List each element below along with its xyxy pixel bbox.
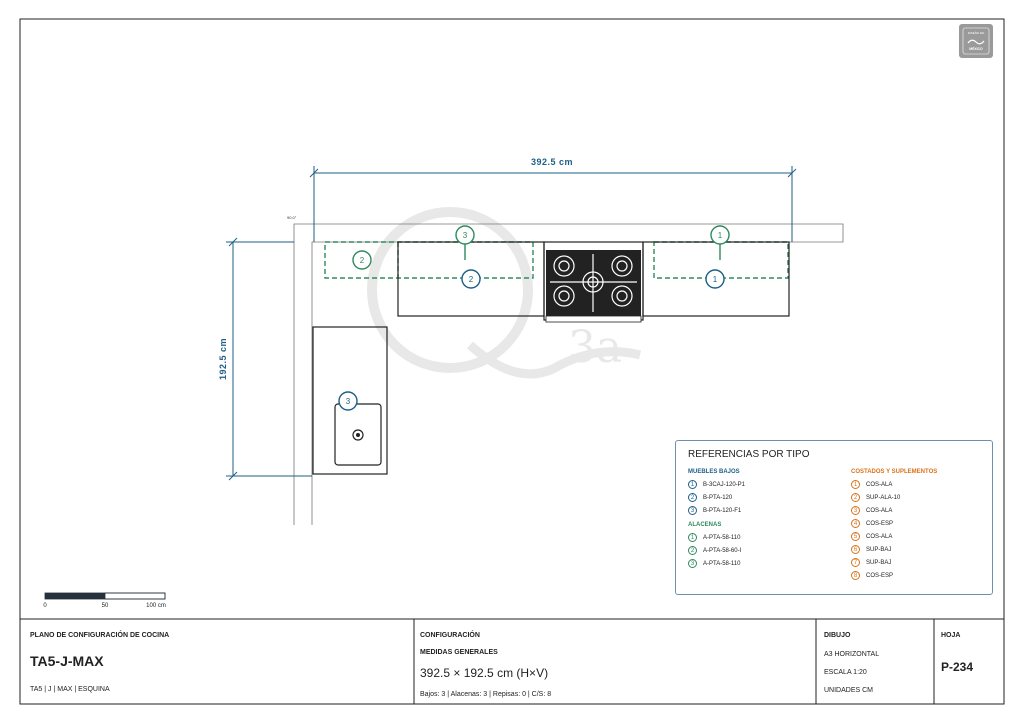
config-label: CONFIGURACIÓN xyxy=(420,632,480,639)
title-block-config: CONFIGURACIÓN MEDIDAS GENERALES 392.5 × … xyxy=(414,619,816,704)
model-name: TA5-J-MAX xyxy=(30,653,104,669)
svg-text:1: 1 xyxy=(713,275,718,284)
drawing-units: UNIDADES CM xyxy=(824,687,874,694)
legend-code: COS-ALA xyxy=(866,533,893,540)
legend-number: 8 xyxy=(851,571,860,580)
corner-angle-label: 90.0° xyxy=(287,215,297,220)
legend-row-costado-4: 4 COS-ESP xyxy=(851,518,893,529)
legend-heading-muebles-bajos: MUEBLES BAJOS xyxy=(688,469,740,475)
legend-number: 2 xyxy=(688,493,697,502)
cooktop xyxy=(543,241,644,323)
watermark-logo: 3a xyxy=(367,207,642,379)
legend-row-costado-5: 5 COS-ALA xyxy=(851,531,892,542)
legend-heading-alacenas: ALACENAS xyxy=(688,522,722,528)
walls xyxy=(293,223,844,525)
model-subtitle: TA5 | J | MAX | ESQUINA xyxy=(30,686,110,693)
title-block-plan: PLANO DE CONFIGURACIÓN DE COCINA TA5-J-M… xyxy=(20,619,414,704)
hoja-label: HOJA xyxy=(941,632,961,639)
width-dimension-label: 392.5 cm xyxy=(531,157,573,167)
legend-row-bajo-1: 1 B-3CAJ-120-P1 xyxy=(688,479,745,490)
plan-label: PLANO DE CONFIGURACIÓN DE COCINA xyxy=(30,632,170,639)
marker-base-1: 1 xyxy=(705,269,725,289)
legend-code: A-PTA-58-110 xyxy=(703,534,741,541)
legend-number: 2 xyxy=(688,546,697,555)
legend-code: A-PTA-58-60-I xyxy=(703,547,742,554)
legend-number: 1 xyxy=(688,480,697,489)
legend-row-alacena-1: 1 A-PTA-58-110 xyxy=(688,532,740,543)
legend-number: 5 xyxy=(851,532,860,541)
svg-text:1: 1 xyxy=(718,231,723,240)
legend-number: 1 xyxy=(851,480,860,489)
legend-number: 1 xyxy=(688,533,697,542)
title-block-dibujo: DIBUJO A3 HORIZONTAL ESCALA 1:20 UNIDADE… xyxy=(816,619,934,704)
legend-code: B-3CAJ-120-P1 xyxy=(703,481,746,488)
legend-number: 2 xyxy=(851,493,860,502)
drawing-scale: ESCALA 1:20 xyxy=(824,669,867,676)
legend-panel: REFERENCIAS POR TIPO MUEBLES BAJOS 1 B-3… xyxy=(675,440,993,595)
medidas-value: 392.5 × 192.5 cm (H×V) xyxy=(420,666,549,680)
scale-label-100: 100 cm xyxy=(146,603,166,609)
scale-label-50: 50 xyxy=(102,603,109,609)
legend-code: B-PTA-120 xyxy=(703,494,733,501)
legend-row-costado-8: 8 COS-ESP xyxy=(851,570,893,581)
legend-row-alacena-3: 3 A-PTA-58-110 xyxy=(688,558,740,569)
svg-text:3: 3 xyxy=(346,397,351,406)
legend-row-bajo-3: 3 B-PTA-120-F1 xyxy=(688,505,741,516)
legend-code: A-PTA-58-110 xyxy=(703,560,741,567)
legend-code: COS-ALA xyxy=(866,507,893,514)
legend-number: 6 xyxy=(851,545,860,554)
marker-upper-1: 1 xyxy=(710,225,730,260)
marker-base-3: 3 xyxy=(338,391,358,411)
legend-row-costado-2: 2 SUP-ALA-10 xyxy=(851,492,900,503)
legend-row-bajo-2: 2 B-PTA-120 xyxy=(688,492,732,503)
legend-row-costado-3: 3 COS-ALA xyxy=(851,505,892,516)
dimension-horizontal xyxy=(309,166,797,242)
marker-upper-2: 2 xyxy=(352,250,372,270)
dibujo-label: DIBUJO xyxy=(824,632,851,639)
legend-code: SUP-ALA-10 xyxy=(866,494,901,501)
scale-label-0: 0 xyxy=(43,603,47,609)
legend-code: SUP-BAJ xyxy=(866,546,892,553)
title-block-hoja: HOJA P-234 xyxy=(934,619,1004,704)
medidas-label: MEDIDAS GENERALES xyxy=(420,649,498,656)
legend-code: B-PTA-120-F1 xyxy=(703,507,742,514)
svg-text:2: 2 xyxy=(469,275,474,284)
svg-text:2: 2 xyxy=(360,256,365,265)
watermark-text: 3a xyxy=(568,322,622,373)
legend-heading-costados: COSTADOS Y SUPLEMENTOS xyxy=(851,469,938,475)
eagle-icon xyxy=(967,39,985,45)
scale-bar: 0 50 100 cm xyxy=(43,592,166,609)
legend-code: SUP-BAJ xyxy=(866,559,892,566)
counts-summary: Bajos: 3 | Alacenas: 3 | Repisas: 0 | C/… xyxy=(420,691,552,698)
legend-number: 3 xyxy=(688,506,697,515)
legend-number: 7 xyxy=(851,558,860,567)
mexico-badge: DISEÑO EN MÉXICO xyxy=(959,24,993,58)
paper-format: A3 HORIZONTAL xyxy=(824,651,880,658)
dimension-vertical xyxy=(226,237,312,481)
sink xyxy=(334,403,382,466)
sheet-frame xyxy=(19,18,1005,705)
legend-row-costado-7: 7 SUP-BAJ xyxy=(851,557,891,568)
legend-code: COS-ESP xyxy=(866,520,894,527)
marker-base-2: 2 xyxy=(461,269,481,289)
legend-row-alacena-2: 2 A-PTA-58-60-I xyxy=(688,545,741,556)
legend-number: 3 xyxy=(851,506,860,515)
legend-number: 4 xyxy=(851,519,860,528)
svg-text:3: 3 xyxy=(463,231,468,240)
legend-code: COS-ESP xyxy=(866,572,894,579)
marker-upper-3: 3 xyxy=(455,225,475,260)
svg-text:DISEÑO EN: DISEÑO EN xyxy=(968,30,985,35)
sheet-number: P-234 xyxy=(941,660,974,674)
legend-row-costado-1: 1 COS-ALA xyxy=(851,479,892,490)
height-dimension-label: 192.5 cm xyxy=(218,338,228,380)
legend-number: 3 xyxy=(688,559,697,568)
svg-text:MÉXICO: MÉXICO xyxy=(969,46,983,51)
legend-title: REFERENCIAS POR TIPO xyxy=(688,449,810,460)
legend-row-costado-6: 6 SUP-BAJ xyxy=(851,544,891,555)
legend-code: COS-ALA xyxy=(866,481,893,488)
